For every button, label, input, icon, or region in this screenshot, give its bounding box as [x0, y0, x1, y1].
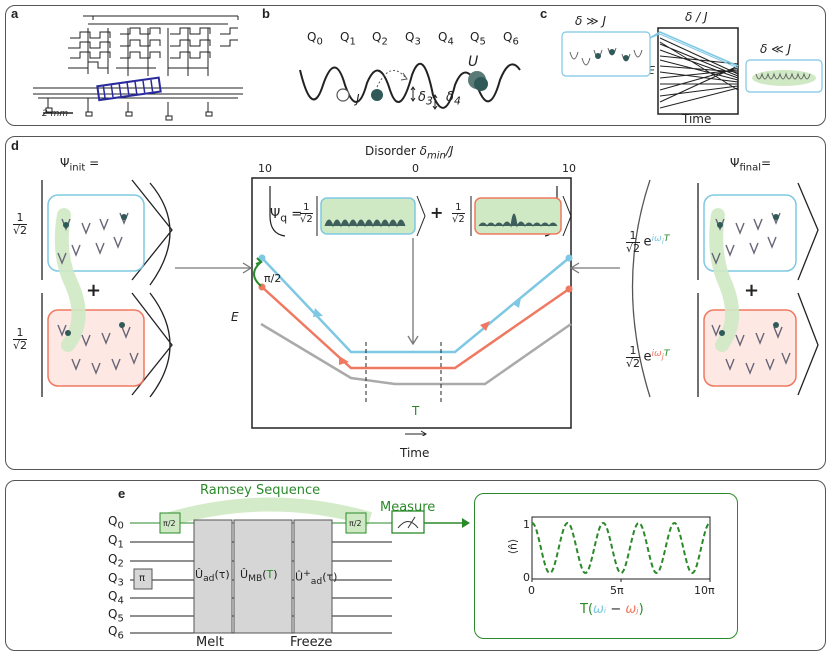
chip-layout [33, 15, 243, 121]
psi-q-label: Ψq = [270, 207, 303, 225]
tick-mid: 0 [412, 162, 419, 175]
coupling-J-label: J [356, 92, 360, 106]
gate-pi2-first: π/2 [163, 519, 176, 528]
circuit-qubit: Q0 [108, 514, 124, 532]
qubit-label: Q0 [307, 30, 323, 48]
energy-spectrum-c [561, 27, 823, 115]
disorder-label: Disorder δmin/J [365, 144, 454, 162]
ramsey-plot [531, 516, 711, 582]
circuit-qubit: Q5 [108, 607, 124, 625]
plus-sign-left: + [86, 280, 102, 301]
panel-abc [5, 5, 826, 126]
plot-x-label: T(ωᵢ − ωⱼ) [580, 602, 644, 617]
plot-y-tick-0: 0 [523, 571, 530, 584]
d-y-axis-label: E [231, 310, 239, 324]
pi-half-pulse: π/2 [264, 272, 282, 285]
psi-q-coef-1: 1√2 [300, 202, 313, 225]
potential-wells [299, 62, 521, 110]
c-left-label: δ ≫ J [575, 14, 607, 28]
gate-u-ad: Ûad(τ) [195, 568, 230, 585]
c-x-axis-label: Time [682, 112, 712, 126]
delta4-label: δ4 [446, 90, 461, 108]
gate-pi: π [139, 573, 146, 584]
plot-x-tick-5pi: 5π [610, 584, 624, 597]
plot-y-label: ⟨n̂⟩ [506, 538, 520, 555]
ramsey-title: Ramsey Sequence [200, 483, 321, 498]
initial-state-kets [41, 179, 173, 398]
panel-d [5, 136, 826, 470]
qubit-label: Q6 [503, 30, 519, 48]
qubit-label: Q5 [470, 30, 486, 48]
plus-sign-right: + [744, 280, 760, 301]
hold-time-T: T [412, 404, 420, 418]
psi-init-label: Ψinit = [60, 156, 100, 174]
gate-u-mb: ÛMB(T) [240, 568, 278, 585]
qubit-label: Q3 [405, 30, 421, 48]
circuit-qubit: Q2 [108, 552, 124, 570]
psi-final-label: Ψfinal= [730, 156, 772, 174]
panel-label-a: a [11, 6, 19, 21]
circuit-qubit: Q6 [108, 624, 124, 642]
gate-pi2-second: π/2 [349, 519, 362, 528]
ramsey-plot-frame [474, 493, 738, 639]
quantum-circuit [130, 497, 470, 634]
plot-x-tick-0: 0 [528, 584, 535, 597]
final-state-kets [631, 179, 819, 398]
c-y-axis-label: E [648, 64, 655, 77]
panel-label-c: c [540, 6, 548, 21]
d-x-axis-label: Time [400, 446, 430, 460]
gate-u-ad-dagger: Û+ad(τ) [295, 568, 338, 587]
delta3-label: δ3 [418, 90, 433, 108]
plot-x-tick-10pi: 10π [694, 584, 715, 597]
circuit-qubit: Q1 [108, 533, 124, 551]
circuit-qubit: Q4 [108, 589, 124, 607]
c-right-label: δ ≪ J [760, 42, 792, 56]
qubit-label: Q4 [438, 30, 454, 48]
tick-left: 10 [258, 162, 272, 175]
c-top-label: δ / J [685, 10, 708, 24]
panel-label-b: b [262, 6, 270, 21]
adiabatic-plot [175, 177, 620, 436]
ket-coef-1: 1√2 [13, 211, 28, 237]
final-coef-1: 1√2 eiωiT [626, 229, 670, 255]
interaction-U-label: U [468, 54, 479, 70]
panel-label-e: e [118, 486, 126, 501]
ramsey-oscillation-line [531, 521, 711, 575]
ket-coef-2: 1√2 [13, 326, 28, 352]
qubit-label: Q1 [340, 30, 356, 48]
panel-label-d: d [11, 138, 19, 153]
psi-q-coef-2: 1√2 [452, 202, 465, 225]
qubit-label: Q2 [372, 30, 388, 48]
scale-bar-label: 2 mm [42, 109, 69, 119]
final-coef-2: 1√2 eiωjT [626, 344, 670, 370]
panel-e [5, 480, 826, 651]
psi-q-plus: + [430, 203, 444, 222]
plot-y-tick-1: 1 [523, 518, 530, 531]
freeze-label: Freeze [290, 635, 333, 650]
circuit-qubit: Q3 [108, 571, 124, 589]
tick-right: 10 [562, 162, 576, 175]
melt-label: Melt [196, 635, 224, 650]
